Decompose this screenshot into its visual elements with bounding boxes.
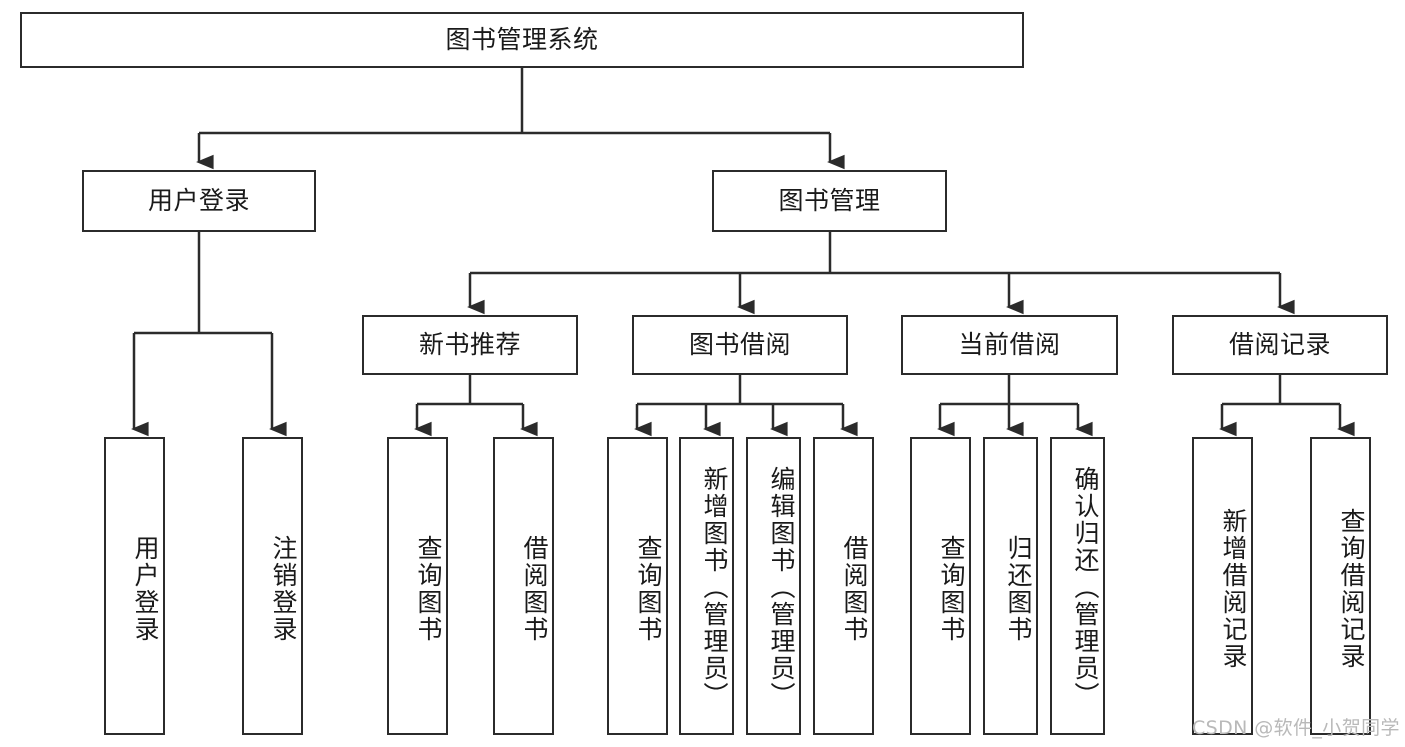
leaf-logout[interactable]: 注销登录 bbox=[242, 437, 303, 735]
leaf-query-book-borrow[interactable]: 查询图书 bbox=[607, 437, 668, 735]
node-label: 用户登录 bbox=[147, 186, 250, 215]
leaf-query-book-recommend[interactable]: 查询图书 bbox=[387, 437, 448, 735]
leaf-add-borrow-record[interactable]: 新增借阅记录 bbox=[1192, 437, 1253, 735]
leaf-add-book-admin[interactable]: 新增图书（管理员） bbox=[679, 437, 734, 735]
node-label: 查询图书 bbox=[414, 535, 443, 643]
node-label: 当前借阅 bbox=[958, 330, 1061, 359]
leaf-return-book[interactable]: 归还图书 bbox=[983, 437, 1038, 735]
node-label: 图书借阅 bbox=[688, 330, 791, 359]
node-label: 注销登录 bbox=[269, 535, 298, 643]
node-label: 新增图书（管理员） bbox=[700, 465, 729, 709]
leaf-edit-book-admin[interactable]: 编辑图书（管理员） bbox=[746, 437, 801, 735]
node-label: 借阅图书 bbox=[520, 535, 549, 643]
leaf-borrow-book[interactable]: 借阅图书 bbox=[813, 437, 874, 735]
node-borrow-record[interactable]: 借阅记录 bbox=[1172, 315, 1388, 375]
node-label: 图书管理系统 bbox=[445, 25, 599, 54]
node-label: 查询图书 bbox=[634, 535, 663, 643]
node-label: 查询图书 bbox=[937, 535, 966, 643]
node-label: 查询借阅记录 bbox=[1337, 508, 1366, 670]
node-label: 新增借阅记录 bbox=[1219, 508, 1248, 670]
leaf-user-login[interactable]: 用户登录 bbox=[104, 437, 165, 735]
node-label: 用户登录 bbox=[131, 535, 160, 643]
node-label: 图书管理 bbox=[778, 186, 881, 215]
node-root-book-management-system[interactable]: 图书管理系统 bbox=[20, 12, 1024, 68]
node-label: 借阅记录 bbox=[1228, 330, 1331, 359]
node-book-management[interactable]: 图书管理 bbox=[712, 170, 947, 232]
node-book-borrow[interactable]: 图书借阅 bbox=[632, 315, 848, 375]
leaf-borrow-book-recommend[interactable]: 借阅图书 bbox=[493, 437, 554, 735]
node-label: 归还图书 bbox=[1004, 535, 1033, 643]
node-label: 借阅图书 bbox=[840, 535, 869, 643]
node-label: 确认归还（管理员） bbox=[1071, 465, 1100, 709]
node-user-login[interactable]: 用户登录 bbox=[82, 170, 316, 232]
node-label: 新书推荐 bbox=[418, 330, 521, 359]
leaf-confirm-return-admin[interactable]: 确认归还（管理员） bbox=[1050, 437, 1105, 735]
csdn-watermark: CSDN @软件_小贺同学 bbox=[1192, 717, 1400, 739]
node-current-borrow[interactable]: 当前借阅 bbox=[901, 315, 1118, 375]
leaf-query-borrow-record[interactable]: 查询借阅记录 bbox=[1310, 437, 1371, 735]
node-new-book-recommend[interactable]: 新书推荐 bbox=[362, 315, 578, 375]
leaf-query-book-current[interactable]: 查询图书 bbox=[910, 437, 971, 735]
node-label: 编辑图书（管理员） bbox=[767, 465, 796, 709]
